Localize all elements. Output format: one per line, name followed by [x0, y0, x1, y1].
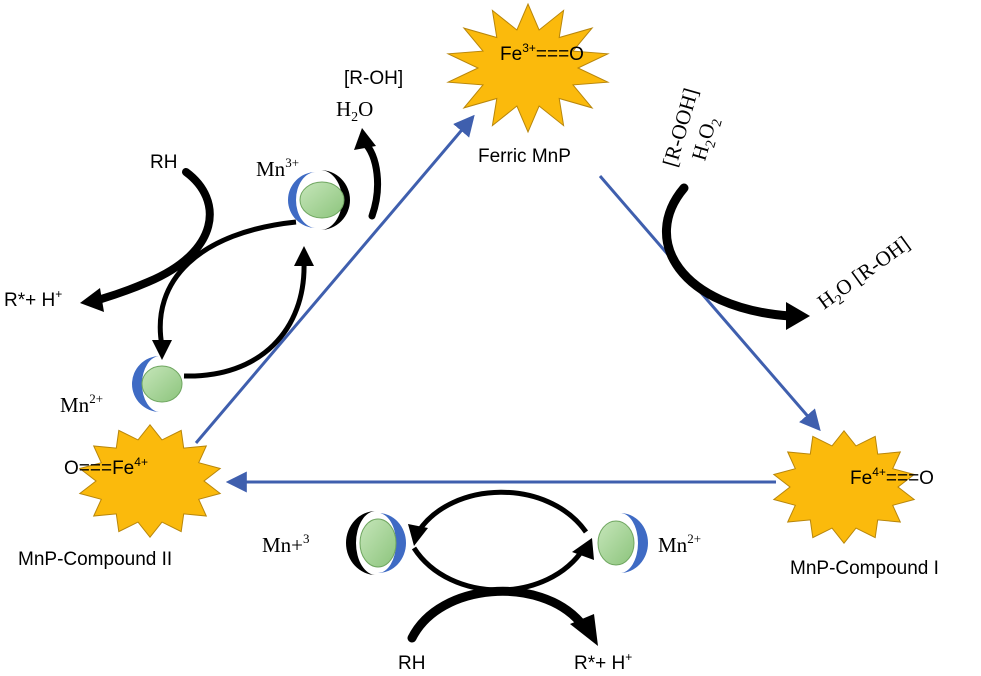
rh-bottom-label: RH: [398, 653, 425, 674]
water-out-label: H2O [R-OH]: [813, 231, 917, 317]
mn2-left-label: Mn2+: [60, 391, 103, 417]
water-left-bracket-label: [R-OH]: [344, 68, 403, 89]
arrow-mn2-to-mn3-bottom: [415, 489, 589, 534]
compound-i-formula: Fe4+===O: [850, 465, 934, 489]
arrow-head-water-left: [354, 128, 376, 150]
compound-i-star-icon: [772, 429, 916, 545]
peroxide-label: [R-OOH] H2O2: [658, 85, 726, 169]
arrow-ferric-to-compound-i: [598, 175, 821, 432]
svg-text:H2O [R-OH]: H2O [R-OH]: [813, 231, 917, 317]
arrow-head-product-top: [80, 288, 104, 312]
mn3-top-label: Mn3+: [256, 155, 299, 181]
arrow-compound-ii-to-ferric: [194, 114, 475, 444]
arrow-peroxide-to-water: [662, 183, 795, 321]
mn2-bottom-label: Mn2+: [658, 531, 701, 557]
ferric-label: Ferric MnP: [478, 146, 571, 167]
compound-i-label: MnP-Compound I: [790, 558, 939, 579]
arrow-head-mn2-bottom: [572, 538, 594, 560]
arrow-water-left-out: [360, 138, 382, 220]
ferric-formula: Fe3+===O: [500, 41, 584, 65]
product-bottom-label: R*+ H+: [574, 650, 632, 674]
arrow-head-mn2-left: [152, 340, 172, 360]
water-left-formula: H2O: [336, 97, 373, 125]
compound-ii-label: MnP-Compound II: [18, 549, 172, 570]
mn2-bottom-ion-icon: [597, 513, 648, 573]
arrow-head-mn3-bottom: [408, 524, 428, 546]
product-top-label: R*+ H+: [4, 287, 62, 311]
mn3-top-ion-icon: [288, 170, 350, 230]
ferric-star-icon: [446, 2, 610, 134]
arrow-head-mn3-top: [294, 246, 314, 266]
arrow-mn3-to-mn2-left: [157, 219, 297, 347]
arrow-head-water-out: [786, 302, 810, 330]
rh-top-label: RH: [150, 152, 177, 173]
arrow-mn2-to-mn3-left: [183, 261, 307, 379]
arrow-rh-bottom-in: [407, 586, 585, 643]
arrow-rh-top-in: [94, 168, 214, 304]
mn3-bottom-label: Mn+3: [262, 531, 310, 557]
compound-ii-star-icon: [78, 423, 222, 539]
compound-ii-formula: O===Fe4+: [64, 455, 148, 479]
arrow-head-product-bottom: [570, 614, 598, 646]
arrow-mn3-to-mn2-bottom: [411, 546, 587, 593]
mn3-bottom-ion-icon: [346, 511, 406, 575]
svg-text:H2O2: H2O2: [687, 114, 726, 164]
mn2-left-ion-icon: [132, 356, 183, 412]
